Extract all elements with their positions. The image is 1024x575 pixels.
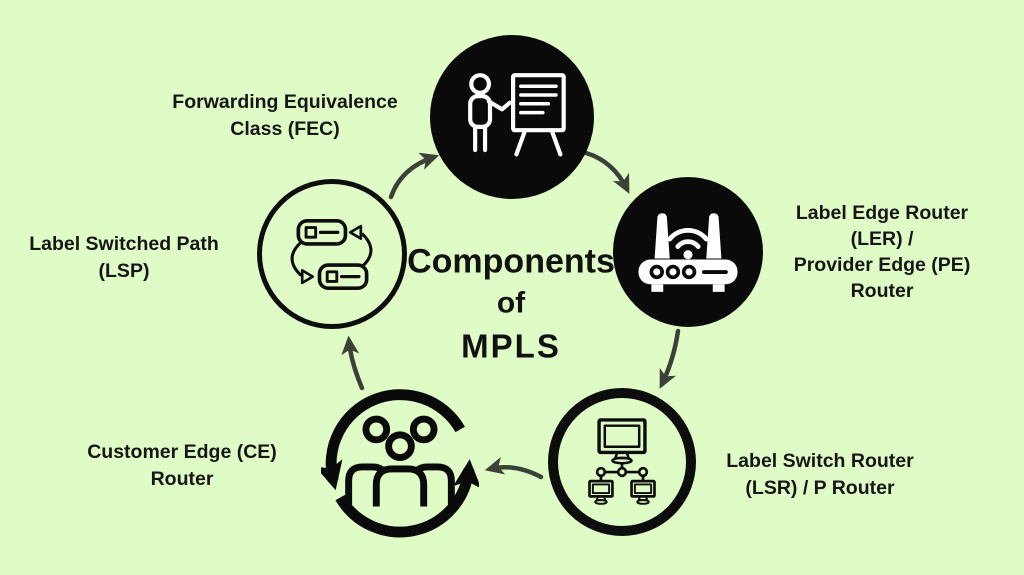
label-line: Forwarding Equivalence bbox=[172, 91, 398, 113]
node-lsp bbox=[257, 179, 407, 329]
node-fec bbox=[430, 35, 594, 199]
label-fec: Forwarding Equivalence Class (FEC) bbox=[172, 89, 397, 143]
arrow-ce-to-lsp bbox=[341, 335, 365, 391]
arrow-fec-to-ler bbox=[583, 150, 630, 194]
node-ler bbox=[613, 177, 763, 327]
node-ce bbox=[321, 384, 479, 542]
title-line: MPLS bbox=[461, 327, 561, 365]
label-line: Provider Edge (PE) bbox=[793, 254, 971, 276]
people-group-cycle-icon bbox=[321, 389, 479, 538]
title-line: of bbox=[496, 286, 526, 320]
label-line: Label Edge Router bbox=[795, 202, 969, 224]
label-lsr: Label Switch Router (LSR) / P Router bbox=[726, 448, 913, 502]
label-ler: Label Edge Router (LER) / Provider Edge … bbox=[794, 200, 971, 304]
label-line: Class (FEC) bbox=[230, 118, 340, 140]
label-line: Router bbox=[850, 280, 914, 302]
label-line: (LSP) bbox=[98, 260, 150, 282]
label-line: (LER) / bbox=[850, 228, 914, 250]
label-line: Label Switched Path bbox=[29, 233, 219, 255]
diagram-title: Components of MPLS bbox=[407, 242, 615, 369]
label-swap-icon bbox=[290, 218, 373, 290]
presenter-whiteboard-icon bbox=[468, 73, 566, 157]
label-line: (LSR) / P Router bbox=[745, 477, 895, 499]
arrow-ler-to-lsr bbox=[659, 328, 681, 389]
title-line: Components bbox=[407, 242, 615, 281]
node-lsr bbox=[548, 388, 696, 536]
network-computers-icon bbox=[588, 418, 656, 505]
wifi-router-icon bbox=[638, 213, 738, 292]
arrow-lsr-to-ce bbox=[484, 456, 544, 480]
arrow-lsp-to-fec bbox=[388, 152, 440, 200]
label-lsp: Label Switched Path (LSP) bbox=[29, 231, 219, 285]
label-line: Label Switch Router bbox=[726, 450, 914, 472]
label-line: Customer Edge (CE) bbox=[87, 441, 277, 463]
label-ce: Customer Edge (CE) Router bbox=[87, 439, 277, 493]
label-line: Router bbox=[150, 468, 214, 490]
